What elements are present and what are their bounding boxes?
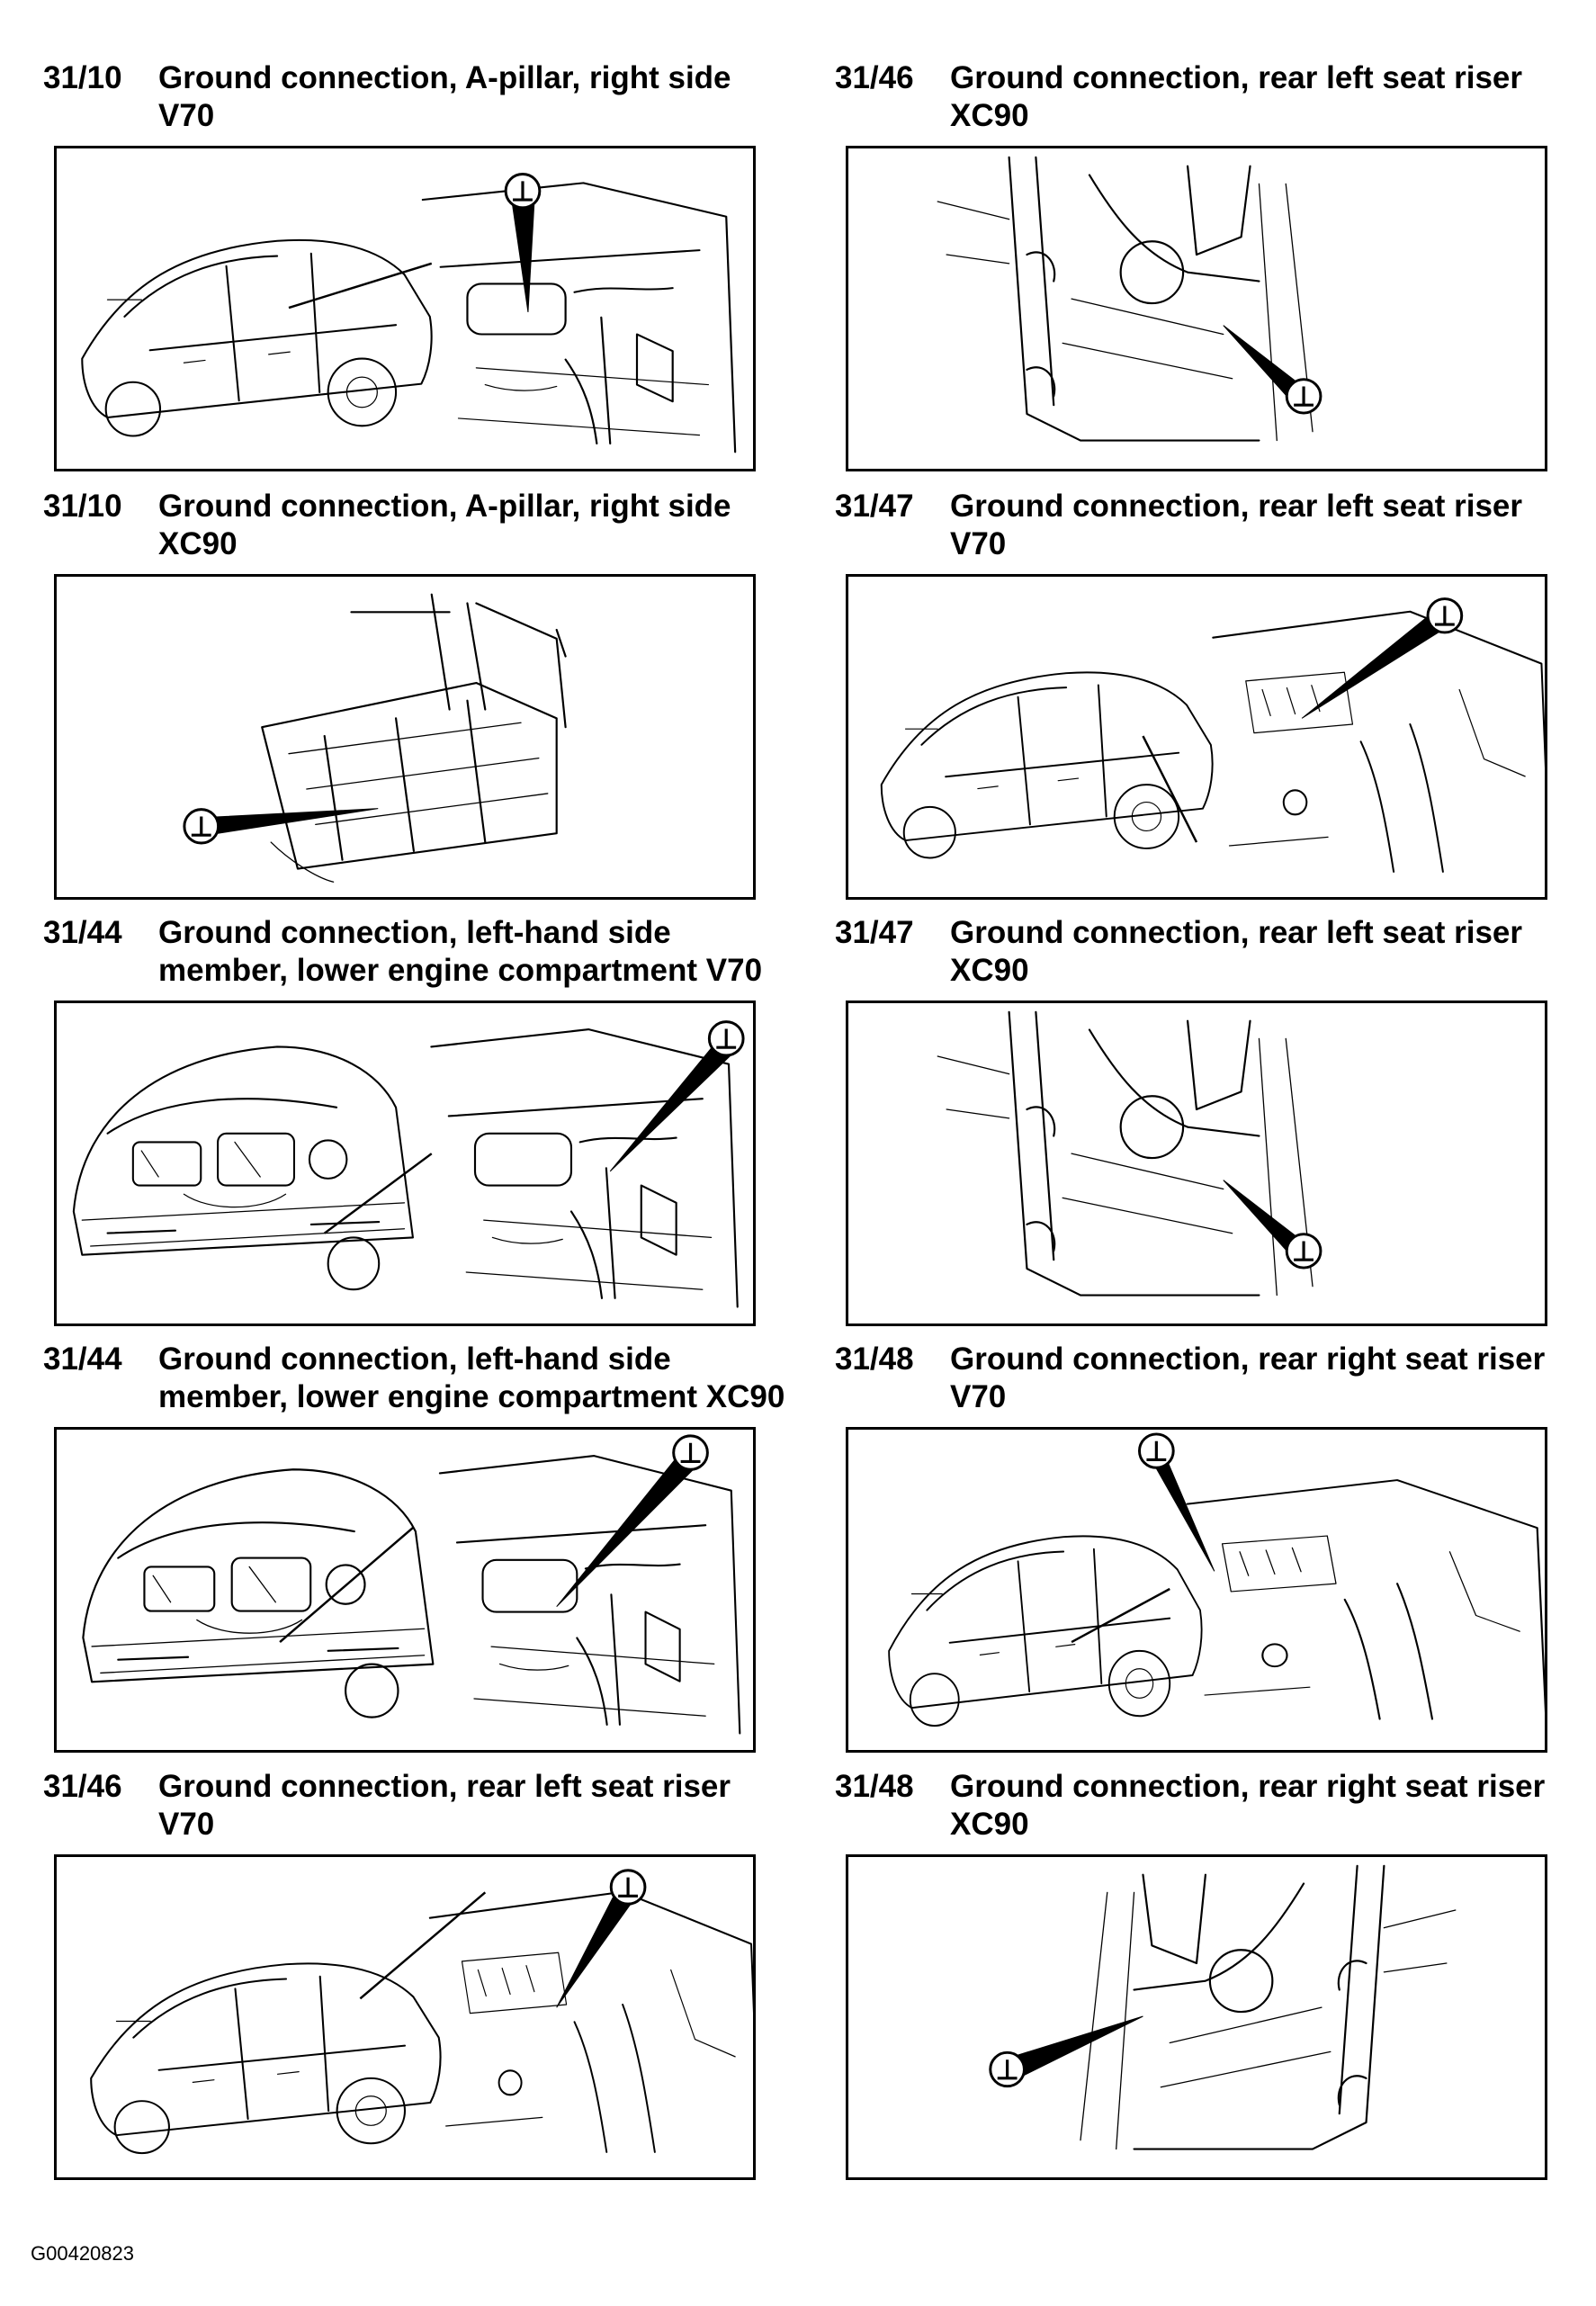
ground-symbol-icon	[183, 808, 379, 845]
entry-code: 31/48	[835, 1341, 914, 1377]
entry-code: 31/44	[43, 915, 122, 950]
ground-symbol-icon	[556, 1434, 709, 1608]
entry-title: Ground connection, rear left seat riser	[950, 915, 1522, 950]
entry-code: 31/47	[835, 915, 914, 950]
entry-subtitle: V70	[950, 526, 1007, 561]
illustration-panel	[846, 146, 1547, 471]
ground-symbol-icon	[1223, 1180, 1323, 1270]
illustration-panel	[54, 146, 756, 471]
ground-symbol-icon	[1223, 325, 1323, 415]
entry-subtitle: V70	[158, 1807, 215, 1842]
entry-title: Ground connection, rear right seat riser	[950, 1341, 1546, 1377]
ground-symbol-icon	[1137, 1432, 1215, 1572]
illustration-panel	[846, 1000, 1547, 1326]
illustration-panel	[54, 1854, 756, 2180]
entry-31-47-v70: 31/47 Ground connection, rear left seat …	[835, 488, 1547, 900]
entry-title: Ground connection, rear left seat riser	[950, 60, 1522, 95]
entry-title: Ground connection, rear left seat riser	[950, 489, 1522, 524]
ground-symbol-icon	[1301, 597, 1464, 719]
entry-code: 31/47	[835, 489, 914, 524]
entry-31-46-xc90: 31/46 Ground connection, rear left seat …	[835, 59, 1547, 471]
illustration-panel	[846, 1854, 1547, 2180]
entry-title: Ground connection, left-hand side	[158, 1341, 671, 1377]
entry-code: 31/10	[43, 60, 122, 95]
entry-31-10-v70: 31/10 Ground connection, A-pillar, right…	[43, 59, 756, 471]
entry-subtitle: XC90	[950, 98, 1029, 133]
entry-31-46-v70: 31/46 Ground connection, rear left seat …	[43, 1768, 756, 2180]
entry-31-47-xc90: 31/47 Ground connection, rear left seat …	[835, 914, 1547, 1326]
ground-symbol-icon	[504, 172, 542, 313]
document-id: G00420823	[31, 2242, 134, 2265]
entry-code: 31/10	[43, 489, 122, 524]
entry-title: Ground connection, A-pillar, right side	[158, 489, 731, 524]
entry-subtitle: V70	[950, 1379, 1007, 1414]
illustration-panel	[846, 574, 1547, 900]
ground-symbol-icon	[609, 1020, 745, 1172]
entry-title: Ground connection, A-pillar, right side	[158, 60, 731, 95]
entry-subtitle: member, lower engine compartment XC90	[158, 1379, 785, 1414]
entry-subtitle: member, lower engine compartment V70	[158, 953, 763, 988]
entry-31-48-xc90: 31/48 Ground connection, rear right seat…	[835, 1768, 1547, 2180]
entry-subtitle: XC90	[950, 1807, 1029, 1842]
entry-subtitle: V70	[158, 98, 215, 133]
illustration-panel	[54, 574, 756, 900]
entry-code: 31/44	[43, 1341, 122, 1377]
entry-subtitle: XC90	[158, 526, 238, 561]
entry-title: Ground connection, rear right seat riser	[950, 1769, 1546, 1804]
illustration-panel	[54, 1000, 756, 1326]
entry-code: 31/46	[43, 1769, 122, 1804]
entry-subtitle: XC90	[950, 953, 1029, 988]
entry-title: Ground connection, rear left seat riser	[158, 1769, 731, 1804]
ground-symbol-icon	[989, 2015, 1143, 2088]
entry-31-48-v70: 31/48 Ground connection, rear right seat…	[835, 1341, 1547, 1753]
entry-code: 31/48	[835, 1769, 914, 1804]
entry-code: 31/46	[835, 60, 914, 95]
entry-31-10-xc90: 31/10 Ground connection, A-pillar, right…	[43, 488, 756, 900]
illustration-panel	[54, 1427, 756, 1753]
illustration-panel	[846, 1427, 1547, 1753]
ground-symbol-icon	[556, 1869, 647, 2008]
entry-title: Ground connection, left-hand side	[158, 915, 671, 950]
